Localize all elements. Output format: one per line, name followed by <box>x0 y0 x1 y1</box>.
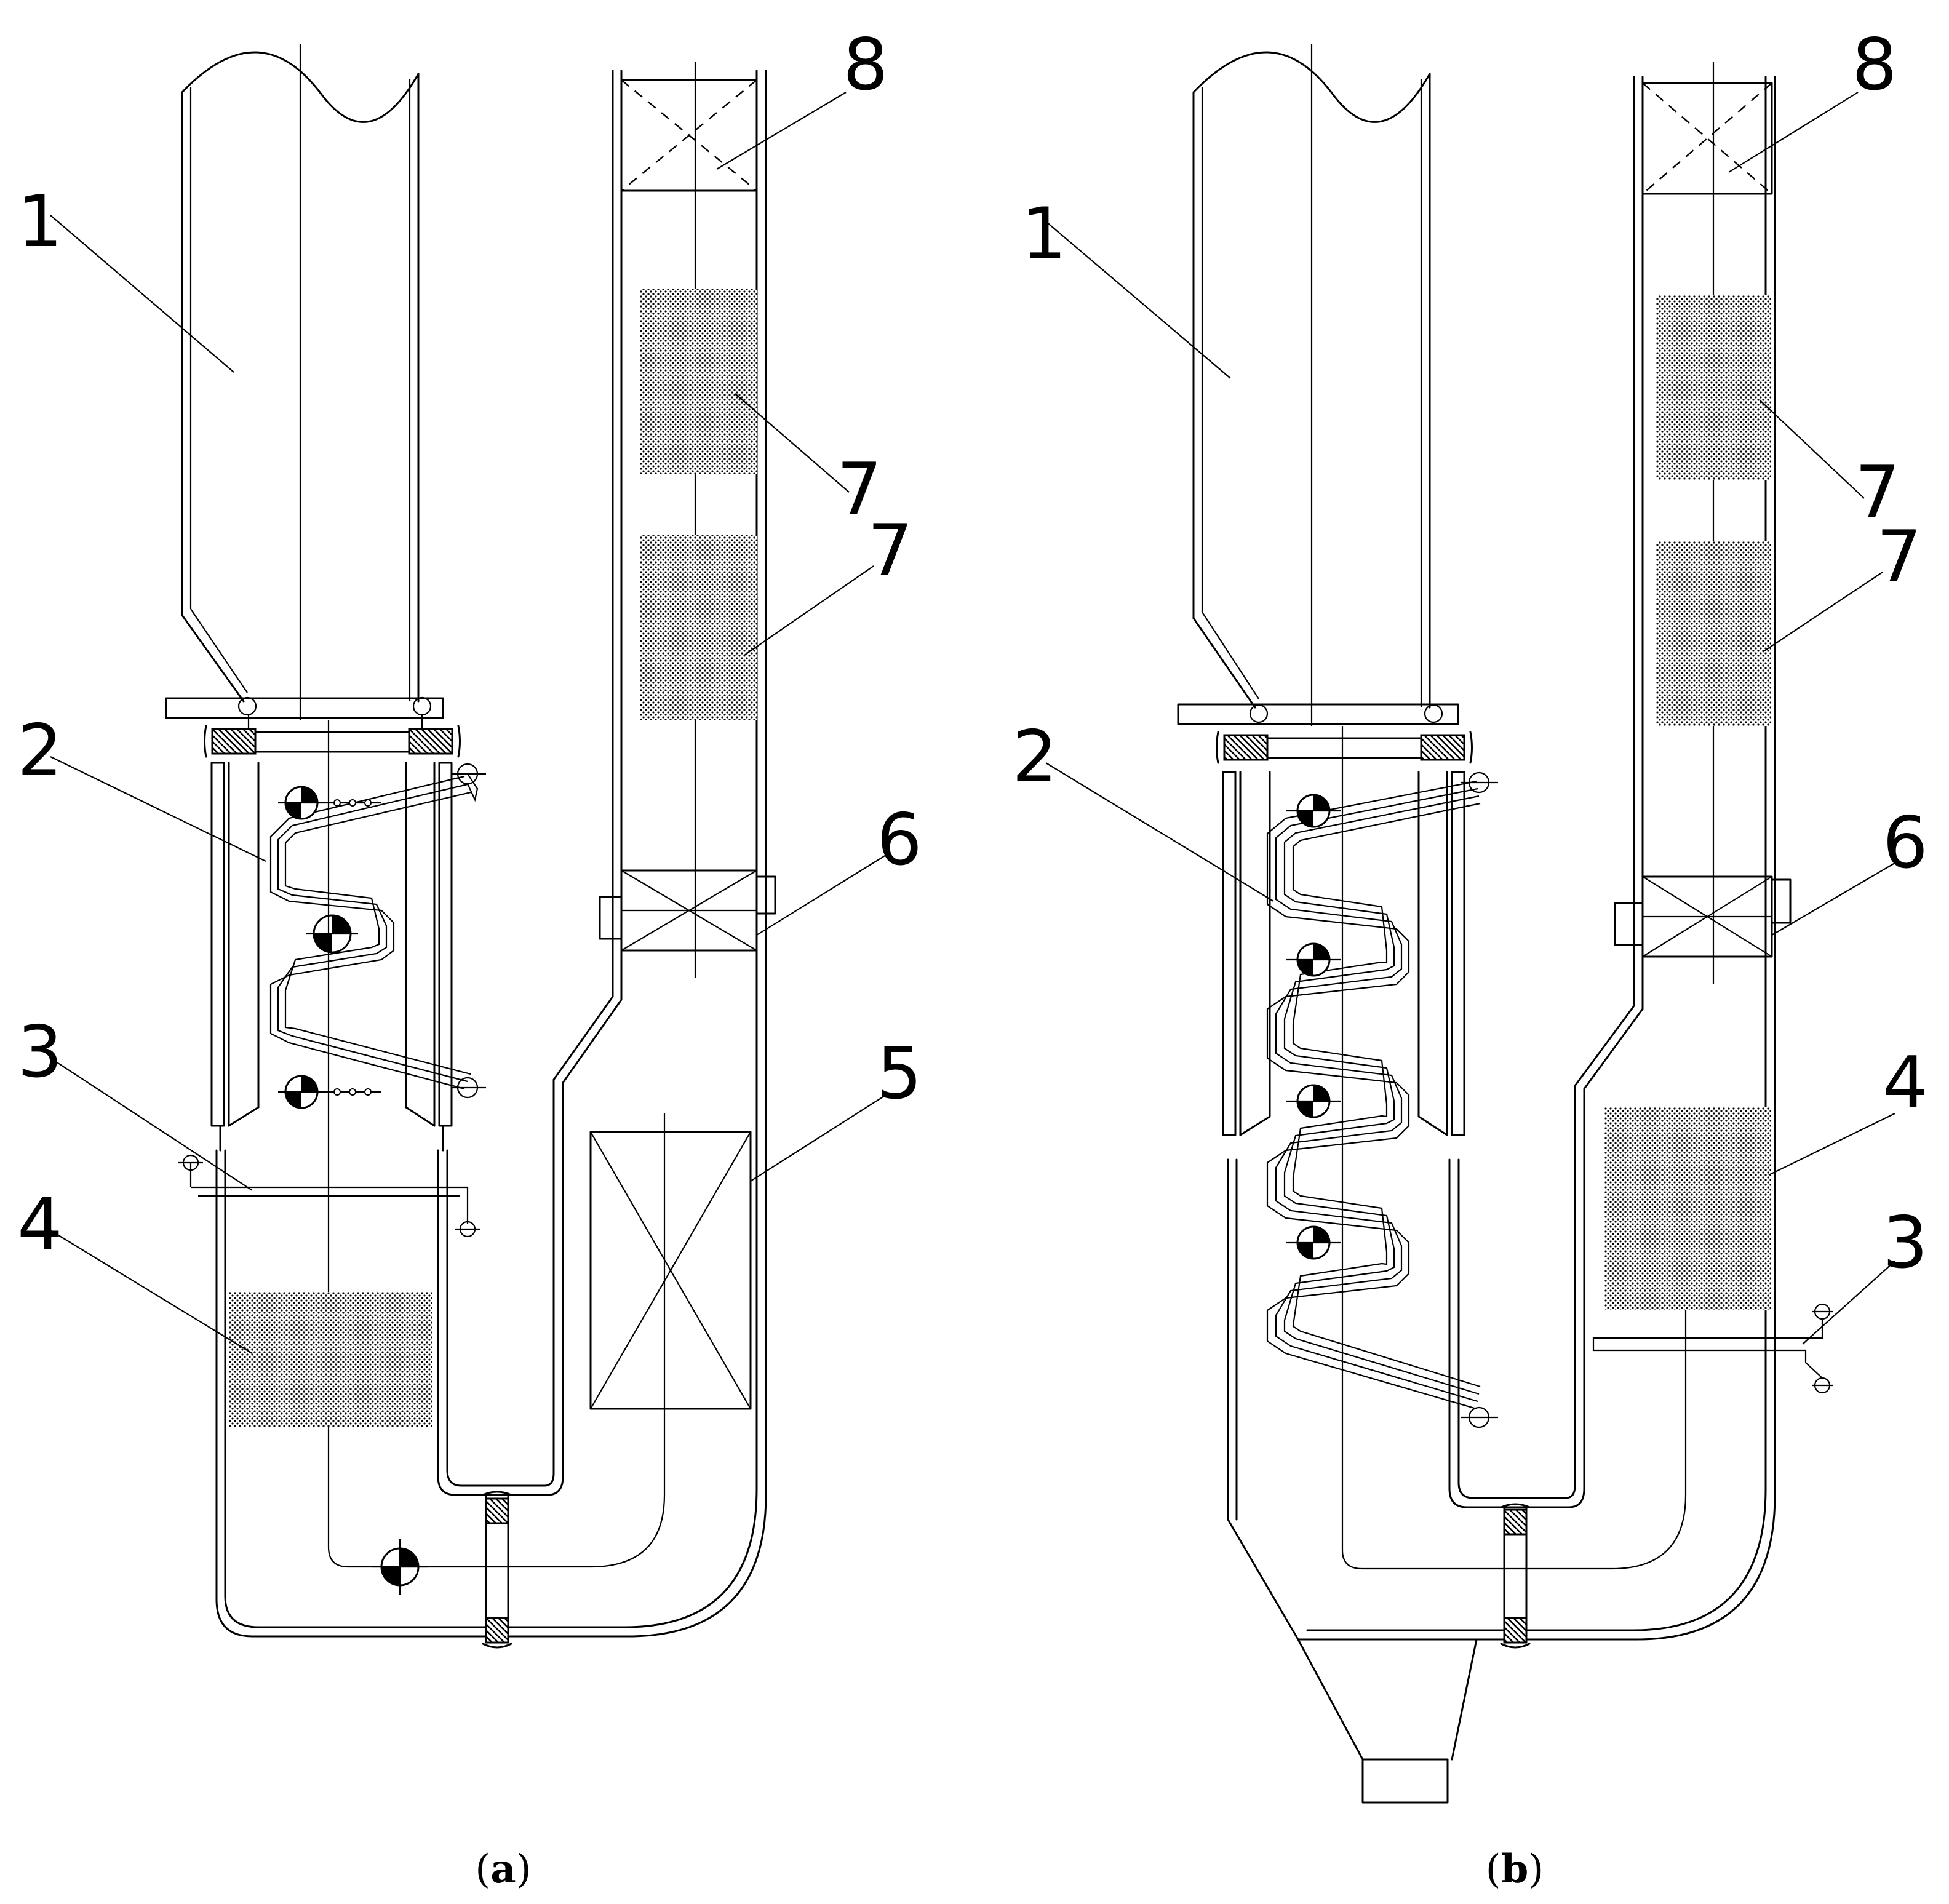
callout-b-3: 3 <box>1883 1201 1928 1285</box>
furnace-b <box>1177 44 1459 726</box>
burner-group-a <box>278 786 428 1595</box>
heat-surface-7-lower-b <box>1656 541 1771 726</box>
heat-surface-4-b <box>1604 1107 1771 1310</box>
radiant-walls-b <box>1222 771 1465 1136</box>
callout-b-8: 8 <box>1852 23 1897 106</box>
callout-a-3: 3 <box>17 1011 63 1094</box>
component-8-b <box>1641 82 1773 195</box>
radiant-walls-a <box>210 762 453 1152</box>
heat-surface-7-upper-b <box>1656 295 1771 480</box>
callout-a-2: 2 <box>17 709 63 792</box>
callout-leaders-a <box>50 92 887 1354</box>
callout-b-4: 4 <box>1883 1042 1928 1125</box>
bottom-seal-b <box>1500 1503 1531 1649</box>
component-5-a <box>589 1131 752 1410</box>
caption-b: (b) <box>1486 1846 1544 1892</box>
panel-b: 1 2 3 4 6 7 7 8 (b) <box>1012 23 1928 1892</box>
header-pipe-a <box>178 1154 480 1238</box>
callout-a-1: 1 <box>17 180 63 263</box>
callout-b-7-upper: 7 <box>1855 451 1900 534</box>
lower-duct-b <box>1227 76 1776 1804</box>
callout-b-6: 6 <box>1883 802 1928 885</box>
bottom-seal-a <box>482 1491 512 1649</box>
lower-duct-a <box>215 70 767 1638</box>
panel-a: 1 2 3 4 5 6 7 7 8 (a) <box>17 23 922 1892</box>
heat-surface-4-a <box>229 1292 432 1427</box>
seal-a-right <box>408 728 453 755</box>
seal-b-left <box>1223 734 1269 761</box>
serpentine-platen-b <box>1266 771 1498 1428</box>
heat-surface-7-lower-a <box>640 535 757 720</box>
callout-a-6: 6 <box>877 799 922 882</box>
seal-b-right <box>1420 734 1465 761</box>
callout-leaders-b <box>1045 92 1899 1345</box>
callout-b-7-lower: 7 <box>1876 516 1922 599</box>
seal-a-left <box>211 728 257 755</box>
component-8-a <box>620 79 758 192</box>
callout-b-1: 1 <box>1021 193 1067 276</box>
callout-b-2: 2 <box>1012 715 1058 799</box>
component-6-a <box>599 869 776 952</box>
burner-group-b <box>1286 794 1341 1260</box>
heat-surface-7-upper-a <box>640 289 757 474</box>
callout-a-8: 8 <box>843 23 888 106</box>
caption-a: (a) <box>475 1846 531 1892</box>
callout-a-5: 5 <box>877 1032 922 1115</box>
callout-a-7-lower: 7 <box>867 509 913 592</box>
furnace-a <box>165 44 444 729</box>
callout-a-4: 4 <box>17 1183 63 1266</box>
serpentine-platen-a <box>269 763 486 1099</box>
callout-a-7-upper: 7 <box>837 448 882 531</box>
component-6-b <box>1614 875 1792 958</box>
header-pipe-b <box>1592 1303 1833 1394</box>
